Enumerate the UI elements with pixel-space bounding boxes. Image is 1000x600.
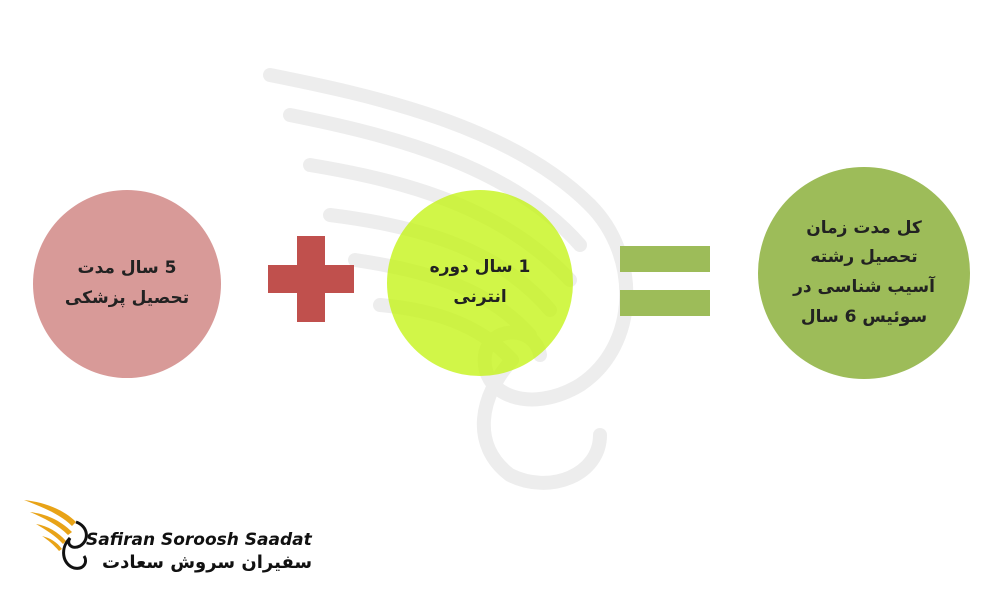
- plus-icon: [268, 236, 354, 322]
- internship-circle: 1 سال دوره انترنی: [387, 190, 573, 376]
- golden-wing-logo-icon: [24, 500, 88, 570]
- logo-english-name: Safiran Soroosh Saadat: [86, 530, 312, 550]
- equals-icon: [620, 246, 710, 316]
- company-logo: Safiran Soroosh Saadat سفیران سروش سعادت: [22, 492, 312, 582]
- medical-study-circle: 5 سال مدت تحصیل پزشکی: [33, 190, 221, 378]
- internship-text: 1 سال دوره انترنی: [429, 257, 531, 307]
- medical-study-text: 5 سال مدت تحصیل پزشکی: [64, 258, 190, 308]
- total-duration-circle: کل مدت زمان تحصیل رشته آسیب شناسی در سوئ…: [758, 167, 970, 379]
- logo-persian-name: سفیران سروش سعادت: [102, 552, 313, 573]
- total-duration-text: کل مدت زمان تحصیل رشته آسیب شناسی در سوئ…: [793, 217, 935, 327]
